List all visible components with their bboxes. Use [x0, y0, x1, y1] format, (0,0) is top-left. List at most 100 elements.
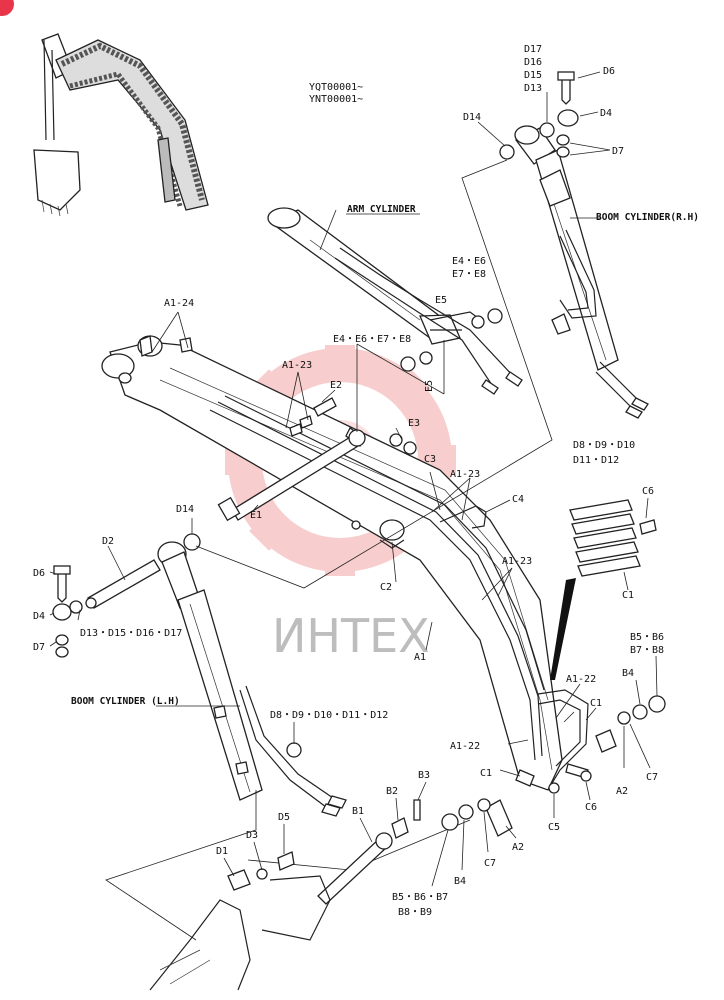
label-d4-r: D4 — [600, 108, 612, 119]
washer-d14-r — [499, 144, 515, 160]
washer-b5-l — [441, 813, 459, 831]
label-e2: E2 — [330, 380, 342, 391]
label-e1: E1 — [250, 510, 262, 521]
label-c3: C3 — [424, 454, 436, 465]
label-b3: B3 — [418, 770, 430, 781]
plate-b2 — [391, 817, 409, 839]
label-d6-l: D6 — [33, 568, 45, 579]
label-a2-r: A2 — [616, 786, 628, 797]
bolt-d6-l — [57, 571, 67, 603]
label-d3: D3 — [246, 830, 258, 841]
label-b4-l: B4 — [454, 876, 466, 887]
label-c7-r: C7 — [646, 772, 658, 783]
label-c4: C4 — [512, 494, 524, 505]
washer-b4-l — [458, 804, 474, 820]
serial-1: YQT00001~ — [309, 82, 363, 93]
boom-cylinder-lh — [157, 541, 347, 817]
label-d14-r: D14 — [463, 112, 481, 123]
label-d11-d12: D11・D12 — [573, 455, 619, 466]
label-c6-low: C6 — [585, 802, 597, 813]
hose-fittings-c1 — [550, 499, 657, 680]
washer-d3 — [256, 868, 268, 880]
arm-cylinder-title: ARM CYLINDER — [347, 204, 416, 215]
label-b5-group: B5・B6・B7 — [392, 892, 448, 903]
label-e3: E3 — [408, 418, 420, 429]
pin-b1 — [317, 837, 389, 905]
label-d13-group: D13・D15・D16・D17 — [80, 628, 182, 639]
label-a1-24: A1-24 — [164, 298, 194, 309]
label-c1-mid: C1 — [590, 698, 602, 709]
collar-c7-r — [617, 711, 631, 725]
bushing-a2-r — [595, 729, 617, 753]
nut-d7-l-1 — [55, 634, 69, 646]
label-d13: D13 — [524, 83, 542, 94]
washer-d8-group — [286, 742, 302, 758]
bushing-a2-l — [485, 799, 513, 837]
label-c1-low: C1 — [480, 768, 492, 779]
label-a1-23-a: A1-23 — [282, 360, 312, 371]
nut-d7-r-2 — [556, 146, 570, 158]
serial-2: YNT00001~ — [309, 94, 363, 105]
bolt-b3 — [413, 799, 421, 821]
label-a1: A1 — [414, 652, 426, 663]
label-d1: D1 — [216, 846, 228, 857]
label-d8-group: D8・D9・D10・D11・D12 — [270, 710, 388, 721]
washer-d13-l — [69, 600, 83, 614]
label-c7-l: C7 — [484, 858, 496, 869]
label-c1-r: C1 — [622, 590, 634, 601]
label-b1: B1 — [352, 806, 364, 817]
label-d6-r: D6 — [603, 66, 615, 77]
label-a1-23-b: A1-23 — [450, 469, 480, 480]
nut-e3-2 — [403, 441, 417, 455]
label-e5-low: E5 — [424, 380, 435, 392]
label-d4-l: D4 — [33, 611, 45, 622]
label-b4-r: B4 — [622, 668, 634, 679]
washer-d14-l — [183, 533, 201, 551]
washer-d13-r — [539, 122, 555, 138]
bushing-d4-r — [557, 109, 579, 127]
label-d2: D2 — [102, 536, 114, 547]
label-d7-l: D7 — [33, 642, 45, 653]
washer-b5-r — [648, 695, 666, 713]
washer-e-right — [487, 308, 503, 324]
fitting-c6-low — [580, 770, 592, 782]
washer-b4-r — [632, 704, 648, 720]
boom-cylinder-lh-title: BOOM CYLINDER (L.H) — [71, 696, 180, 707]
label-d14-l: D14 — [176, 504, 194, 515]
arm-cylinder — [267, 207, 523, 395]
washer-e5-top — [471, 315, 485, 329]
label-e4e6: E4・E6 — [452, 256, 486, 267]
label-a1-22-l: A1-22 — [450, 741, 480, 752]
part-d1 — [227, 869, 251, 891]
label-c5: C5 — [548, 822, 560, 833]
label-b2: B2 — [386, 786, 398, 797]
boom-cylinder-rh-title: BOOM CYLINDER(R.H) — [596, 212, 699, 223]
washer-e-center — [348, 429, 366, 447]
fitting-c5 — [548, 782, 560, 794]
excavator-thumbnail — [33, 33, 209, 217]
label-b8b9: B8・B9 — [398, 907, 432, 918]
label-c6-r: C6 — [642, 486, 654, 497]
label-d5: D5 — [278, 812, 290, 823]
label-d8-d10: D8・D9・D10 — [573, 440, 635, 451]
bolt-head-d6-r — [557, 71, 575, 81]
watermark-text: ИНТЕХ — [272, 609, 430, 663]
label-c2: C2 — [380, 582, 392, 593]
label-b5b6: B5・B6 — [630, 632, 664, 643]
nut-d7-r-1 — [556, 134, 570, 146]
bolt-d6-r — [561, 77, 571, 105]
label-b7b8: B7・B8 — [630, 645, 664, 656]
label-d16: D16 — [524, 57, 542, 68]
washer-e5-low — [419, 351, 433, 365]
label-e5-top: E5 — [435, 295, 447, 306]
washer-e-group — [400, 356, 416, 372]
bolt-e2 — [313, 397, 337, 417]
boom-arm-a1 — [101, 335, 589, 791]
corner-badge — [0, 0, 14, 16]
label-a1-23-c: A1-23 — [502, 556, 532, 567]
label-d17: D17 — [524, 44, 542, 55]
bolt-d5 — [277, 851, 295, 871]
bushing-d4-l — [52, 603, 72, 621]
